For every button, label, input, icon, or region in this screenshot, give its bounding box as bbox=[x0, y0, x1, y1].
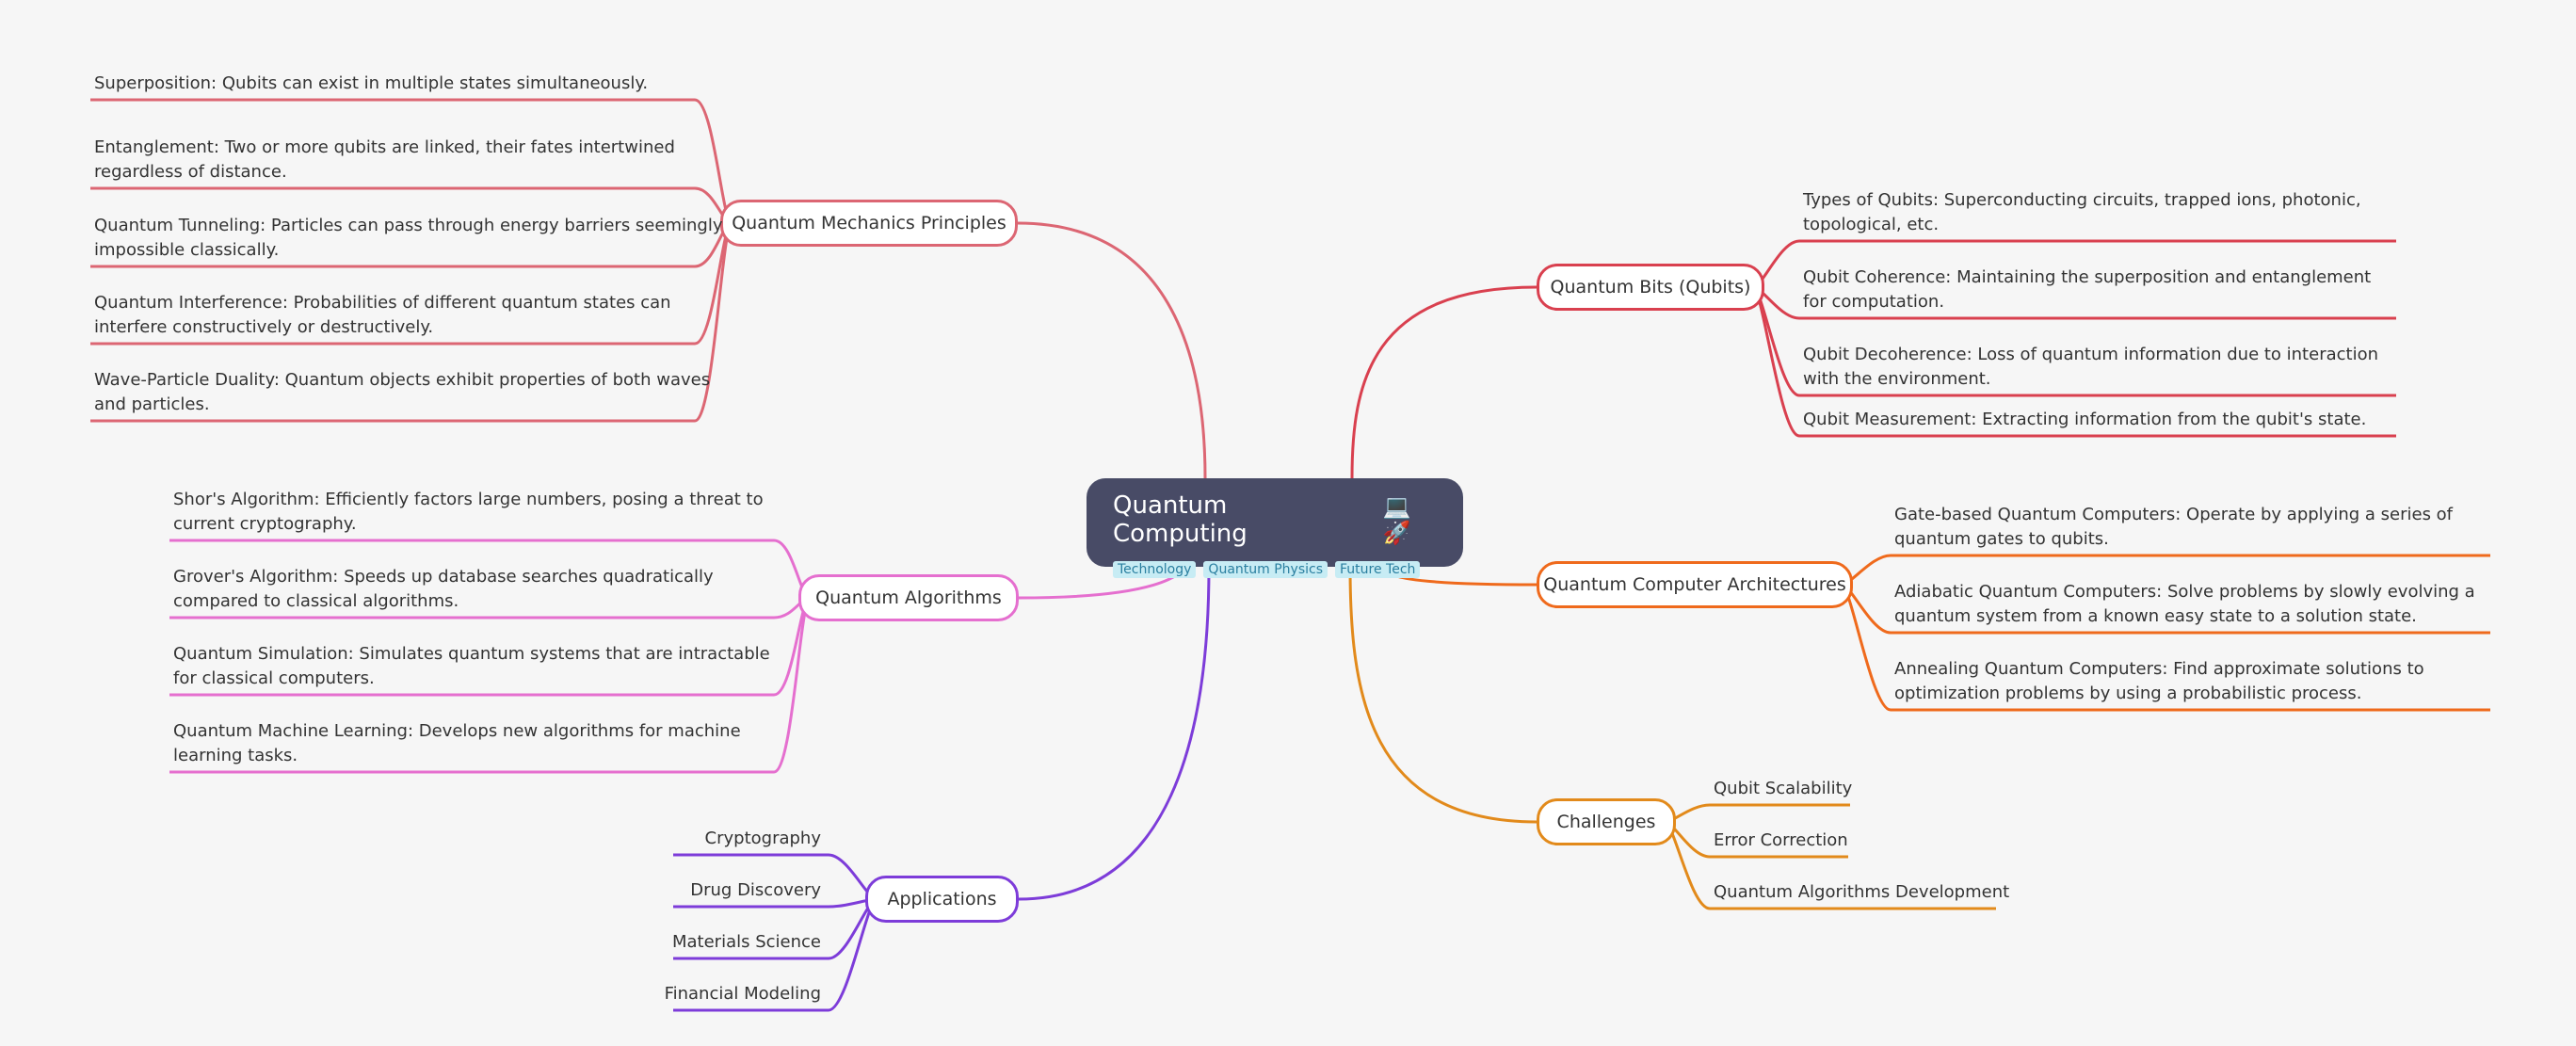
qubits-leaf[interactable]: Qubit Decoherence: Loss of quantum infor… bbox=[1803, 345, 2378, 389]
tag-technology[interactable]: Technology bbox=[1113, 561, 1197, 578]
architectures-leaf[interactable]: Adiabatic Quantum Computers: Solve probl… bbox=[1894, 582, 2475, 626]
branch-algorithms[interactable]: Quantum Algorithms bbox=[798, 574, 1019, 621]
connector-root-applications bbox=[1018, 566, 1211, 901]
architectures-leaf[interactable]: Annealing Quantum Computers: Find approx… bbox=[1894, 659, 2424, 703]
connector-root-mechanics bbox=[1017, 221, 1207, 479]
mechanics-leaf[interactable]: Entanglement: Two or more qubits are lin… bbox=[94, 137, 675, 182]
algorithms-leaf[interactable]: Shor's Algorithm: Efficiently factors la… bbox=[173, 490, 764, 534]
branch-qubits[interactable]: Quantum Bits (Qubits) bbox=[1537, 264, 1764, 311]
root-node[interactable]: Quantum Computing 💻🚀 Technology Quantum … bbox=[1087, 478, 1463, 578]
mechanics-leaf[interactable]: Quantum Interference: Probabilities of d… bbox=[94, 293, 671, 337]
applications-leaf[interactable]: Cryptography bbox=[704, 829, 821, 848]
challenges-leaf[interactable]: Quantum Algorithms Development bbox=[1714, 882, 2010, 902]
architectures-leaf[interactable]: Gate-based Quantum Computers: Operate by… bbox=[1894, 505, 2454, 549]
applications-leaf[interactable]: Drug Discovery bbox=[690, 880, 821, 900]
tag-future-tech[interactable]: Future Tech bbox=[1335, 561, 1421, 578]
mechanics-leaf[interactable]: Quantum Tunneling: Particles can pass th… bbox=[94, 216, 723, 260]
mechanics-leaf[interactable]: Superposition: Qubits can exist in multi… bbox=[94, 73, 649, 93]
challenges-leaf[interactable]: Qubit Scalability bbox=[1714, 779, 1853, 798]
root-title: Quantum Computing bbox=[1113, 491, 1248, 548]
applications-leaf[interactable]: Financial Modeling bbox=[664, 984, 821, 1004]
branch-applications[interactable]: Applications bbox=[865, 876, 1019, 923]
root-tags: Technology Quantum Physics Future Tech bbox=[1113, 561, 1437, 578]
connector-root-qubits bbox=[1350, 285, 1538, 479]
branch-mechanics[interactable]: Quantum Mechanics Principles bbox=[720, 200, 1018, 247]
qubits-leaf[interactable]: Qubit Measurement: Extracting informatio… bbox=[1803, 410, 2367, 429]
applications-leaf[interactable]: Materials Science bbox=[671, 932, 821, 952]
mechanics-leaf[interactable]: Wave-Particle Duality: Quantum objects e… bbox=[94, 370, 711, 414]
connector-root-challenges bbox=[1348, 566, 1538, 824]
qubits-leaf[interactable]: Types of Qubits: Superconducting circuit… bbox=[1803, 190, 2361, 234]
tag-quantum-physics[interactable]: Quantum Physics bbox=[1203, 561, 1328, 578]
qubits-leaf[interactable]: Qubit Coherence: Maintaining the superpo… bbox=[1803, 267, 2372, 312]
branch-architectures[interactable]: Quantum Computer Architectures bbox=[1537, 561, 1853, 608]
algorithms-leaf[interactable]: Quantum Simulation: Simulates quantum sy… bbox=[173, 644, 770, 688]
laptop-rocket-icon: 💻🚀 bbox=[1382, 493, 1411, 546]
challenges-leaf[interactable]: Error Correction bbox=[1714, 830, 1848, 850]
branch-challenges[interactable]: Challenges bbox=[1537, 798, 1676, 845]
connector-leaf-challenges bbox=[1664, 803, 1850, 824]
algorithms-leaf[interactable]: Grover's Algorithm: Speeds up database s… bbox=[173, 567, 714, 611]
algorithms-leaf[interactable]: Quantum Machine Learning: Develops new a… bbox=[173, 721, 741, 765]
